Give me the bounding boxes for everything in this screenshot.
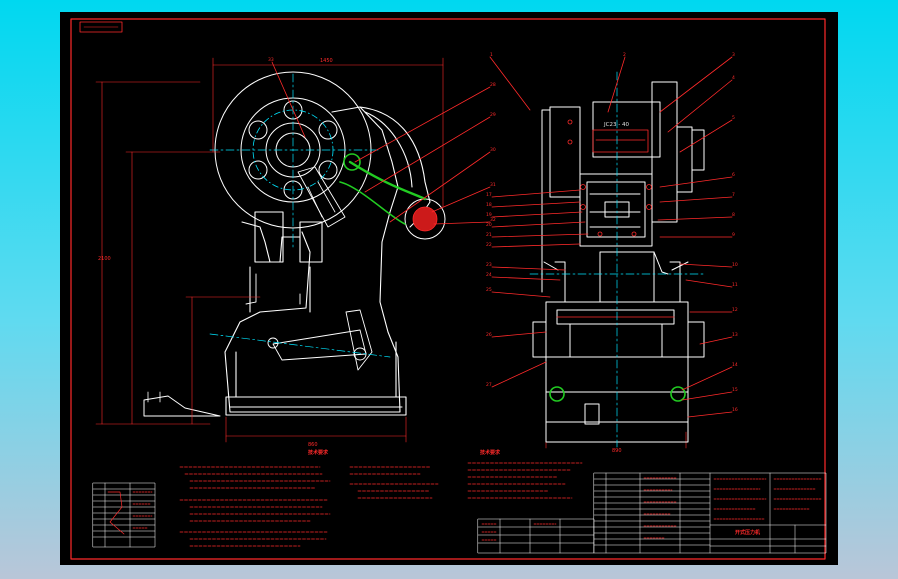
part-number: 4 [732,75,735,81]
part-number: 11 [732,282,738,288]
part-number: 24 [486,272,492,278]
tech-requirements-right: 技术要求 [467,449,583,499]
dim-base-label: 860 [308,442,318,448]
part-number: 28 [490,82,496,88]
front-centerlines [529,71,705,448]
part-number: 17 [486,192,492,198]
part-number: 7 [732,192,735,198]
dimension-lines [95,57,687,449]
leader-lines [271,56,733,418]
dim-front-base-label: 890 [612,448,622,454]
part-number: 15 [732,387,738,393]
parts-list [593,472,827,554]
dim-top-label: 1450 [320,58,333,64]
front-view-red-details [556,119,675,318]
part-number: 21 [486,232,492,238]
part-number: 10 [732,262,738,268]
part-number: 26 [486,332,492,338]
part-number: 20 [486,222,492,228]
part-number: 14 [732,362,738,368]
part-number: 5 [732,115,735,121]
revision-table [92,482,156,548]
part-number: 16 [732,407,738,413]
part-number: 9 [732,232,735,238]
part-number: 30 [490,147,496,153]
frame-body [224,106,431,416]
title-block-name: 开式压力机 [735,529,760,536]
part-number: 19 [486,212,492,218]
part-number: 18 [486,202,492,208]
part-number: 8 [732,212,735,218]
dim-height-label: 2100 [98,256,111,262]
drawing-frame [70,18,826,560]
section-title: 技术要求 [308,449,329,456]
part-number: 32 [490,217,496,223]
side-view [143,71,446,417]
part-number: 27 [486,382,492,388]
part-number: 13 [732,332,738,338]
tech-requirements-left: 技术要求 [179,449,439,547]
part-number: 6 [732,172,735,178]
part-number: 3 [732,52,735,58]
part-number: 25 [486,287,492,293]
part-number: 2 [623,52,626,58]
wheel-marker-left [549,386,565,402]
part-number: 29 [490,112,496,118]
nameplate-text: JC23 - 40 [603,122,629,128]
part-number: 12 [732,307,738,313]
signature-block [477,518,595,554]
part-number: 23 [486,262,492,268]
cad-viewport[interactable]: 1450 2100 860 890 JC23 [60,12,838,565]
part-number: 1 [490,52,493,58]
part-number-labels: 1 2 3 4 5 6 7 8 9 10 11 12 13 14 15 16 1… [268,52,738,413]
part-number: 33 [268,57,274,63]
section-title: 技术要求 [480,449,501,456]
part-number: 22 [486,242,492,248]
part-number: 31 [490,182,496,188]
press-assembly-drawing: 1450 2100 860 890 JC23 [70,18,827,560]
wheel-marker-right [670,386,686,402]
